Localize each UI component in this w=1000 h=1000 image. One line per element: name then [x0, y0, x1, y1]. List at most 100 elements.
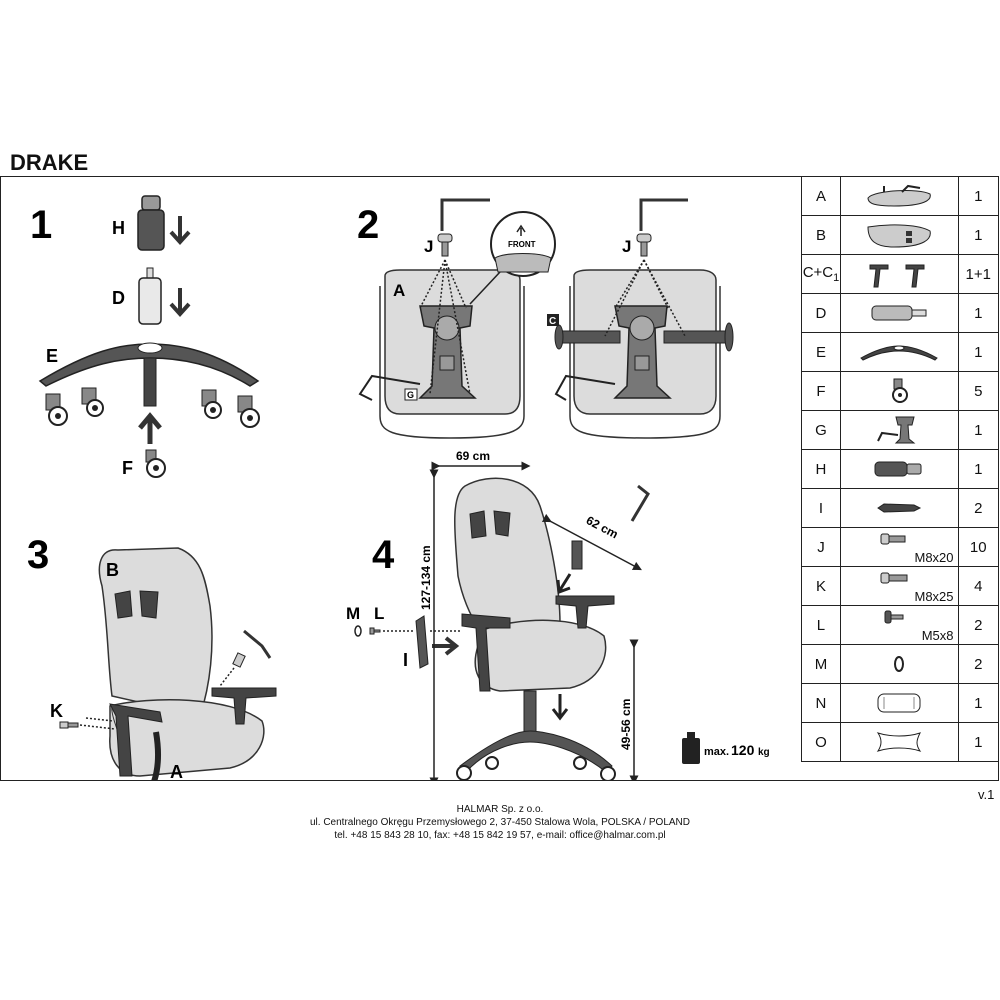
pin-icon: [839, 488, 959, 528]
caster-icon: [45, 393, 68, 426]
down-arrow-icon: [169, 216, 191, 245]
label-e: E: [46, 346, 58, 366]
bolt-j-icon: [232, 652, 246, 668]
caster-icon: [237, 395, 260, 428]
parts-row: N 1: [801, 683, 1000, 723]
part-qty: 1: [957, 410, 1000, 450]
step-4: 4: [346, 449, 770, 781]
head-pillow-icon: [839, 722, 959, 762]
allen-key-icon: [440, 198, 490, 231]
max-load-unit: kg: [758, 747, 770, 758]
part-qty: 10: [957, 527, 1000, 567]
part-qty: 2: [957, 644, 1000, 684]
parts-row: K M8x25 4: [801, 566, 1000, 606]
caster-icon: [201, 389, 222, 419]
parts-row: G 1: [801, 410, 1000, 450]
front-detail-callout: [469, 211, 556, 305]
part-code: J: [801, 527, 841, 567]
part-spec: M5x8: [921, 628, 954, 643]
part-qty: 5: [957, 371, 1000, 411]
parts-row: I 2: [801, 488, 1000, 528]
seat-underside-left: [358, 269, 525, 439]
screw-l-icon: [369, 627, 381, 635]
part-code: N: [801, 683, 841, 723]
parts-row: C+C1 1+1: [801, 254, 1000, 294]
step-2: 2 A G J FRONT: [357, 198, 734, 439]
armrest-i-icon: [415, 615, 429, 669]
dimension-depth: [541, 513, 642, 571]
step-4-number: 4: [372, 533, 395, 577]
dimension-width-label: 69 cm: [456, 449, 490, 463]
up-arrow-icon: [138, 412, 162, 444]
parts-row: E 1: [801, 332, 1000, 372]
caster-icon: [81, 387, 104, 417]
bolt-icon: M8x20: [839, 527, 959, 567]
version-label: v.1: [978, 787, 995, 802]
part-code: D: [801, 293, 841, 333]
label-k: K: [50, 701, 63, 721]
right-arrow-icon: [432, 636, 460, 656]
bolt-icon: M8x25: [839, 566, 959, 606]
label-l: L: [374, 604, 384, 623]
label-d: D: [112, 288, 125, 308]
seat-icon: [839, 176, 959, 216]
part-code: E: [801, 332, 841, 372]
part-code: L: [801, 605, 841, 645]
footer-contact: tel. +48 15 843 28 10, fax: +48 15 842 1…: [334, 830, 666, 841]
max-load-value: 120: [731, 742, 755, 758]
parts-row: L M5x8 2: [801, 605, 1000, 645]
label-g: G: [407, 390, 414, 400]
dimension-depth-label: 62 cm: [584, 513, 621, 541]
label-m: M: [346, 604, 360, 623]
part-qty: 1: [957, 176, 1000, 216]
part-code: F: [801, 371, 841, 411]
star-base-e-icon: [38, 342, 260, 407]
seat-underside-right: [554, 269, 734, 439]
part-code: O: [801, 722, 841, 762]
gas-lift-icon: [839, 293, 959, 333]
caster-icon: [839, 371, 959, 411]
step-2-number: 2: [357, 203, 379, 247]
label-i: I: [403, 650, 408, 670]
parts-row: D 1: [801, 293, 1000, 333]
bolt-k-icon: [59, 721, 79, 729]
allen-key-icon: [639, 198, 688, 231]
label-g-box: [404, 388, 418, 401]
parts-row: F 5: [801, 371, 1000, 411]
parts-row: A 1: [801, 176, 1000, 216]
part-spec: M8x20: [914, 550, 954, 565]
part-qty: 1: [957, 332, 1000, 372]
caster-f-icon: [145, 449, 166, 478]
step-3-number: 3: [27, 533, 49, 577]
part-qty: 1: [957, 683, 1000, 723]
instruction-frame: [0, 176, 999, 781]
dotted-guide-lines: [419, 259, 471, 395]
part-qty: 2: [957, 488, 1000, 528]
washer-m-icon: [354, 625, 362, 637]
dotted-guide-lines: [79, 717, 116, 730]
step-3: 3 B K A: [27, 533, 277, 781]
part-code: M: [801, 644, 841, 684]
part-code: B: [801, 215, 841, 255]
part-qty: 4: [957, 566, 1000, 606]
part-qty: 1: [957, 293, 1000, 333]
washer-icon: [839, 644, 959, 684]
part-spec: M8x25: [914, 589, 954, 604]
tilt-mechanism-icon: [839, 410, 959, 450]
part-qty: 1+1: [957, 254, 1000, 294]
company-footer: HALMAR Sp. z o.o. ul. Centralnego Okręgu…: [0, 803, 1000, 842]
step-1-number: 1: [30, 203, 52, 247]
label-a-step2: A: [393, 281, 405, 300]
part-code: C+C1: [801, 254, 841, 294]
part-qty: 1: [957, 722, 1000, 762]
allen-key-icon: [630, 484, 650, 522]
chair-backrest-assembly: [98, 547, 277, 781]
footer-company: HALMAR Sp. z o.o.: [456, 804, 544, 815]
lift-cover-h-icon: [137, 195, 165, 251]
down-arrow-icon: [169, 288, 191, 317]
step-1: 1 H D E: [30, 195, 260, 478]
parts-row: M 2: [801, 644, 1000, 684]
max-load-prefix: max.: [704, 746, 729, 758]
dotted-guide-lines: [604, 259, 686, 337]
parts-row: B 1: [801, 215, 1000, 255]
